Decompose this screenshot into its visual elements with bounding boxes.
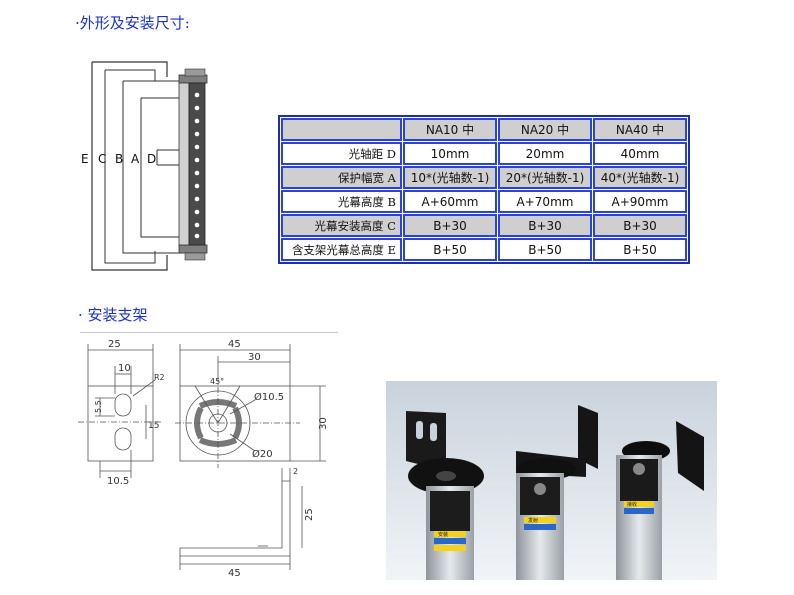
table-cell: B+50 [593,238,687,261]
bracket-drawing: 25 10 R2 5.5 15 10.5 45 30 45° Ø10.5 Ø20… [78,339,329,576]
table-row: 含支架光幕总高度 E B+50 B+50 B+50 [281,238,687,261]
dim-letter-d: D [147,152,156,166]
table-row: 保护幅宽 A 10*(光轴数-1) 20*(光轴数-1) 40*(光轴数-1) [281,166,687,189]
table-cell: A+90mm [593,190,687,213]
dim-base-width: 45 [228,568,241,576]
dim-height: 30 [318,417,329,430]
table-cell: B+50 [498,238,592,261]
table-header-cell: NA20 中 [498,118,592,141]
table-cell: B+30 [403,214,497,237]
dim-left-width: 25 [108,339,121,350]
dim-hole-large: Ø10.5 [254,391,284,403]
dim-angle: 45° [210,377,224,386]
table-cell: 10mm [403,142,497,165]
dim-hole-small: Ø20 [252,448,273,460]
table-cell: B+50 [403,238,497,261]
dim-letter-a: A [131,152,140,166]
dim-left-depth: 15 [148,421,159,431]
table-header-cell [281,118,402,141]
dim-front-inner: 30 [248,352,261,363]
dim-letter-b: B [115,152,123,166]
table-row: 光幕安装高度 C B+30 B+30 B+30 [281,214,687,237]
dim-letter-c: C [98,152,106,166]
bracket-heading: · 安装支架 [78,306,148,324]
table-header-cell: NA10 中 [403,118,497,141]
dim-thickness: 2 [293,467,298,476]
row-label: 光幕高度 B [281,190,402,213]
dim-radius: R2 [154,373,165,382]
section-divider [80,332,338,333]
table-cell: 40mm [593,142,687,165]
dim-letter-e: E [81,152,89,166]
row-label: 保护幅宽 A [281,166,402,189]
dim-slot-len: 10.5 [107,476,129,487]
table-cell: 20*(光轴数-1) [498,166,592,189]
product-photo: 安装 发射 接收 [386,381,717,580]
dimensions-heading: ·外形及安装尺寸: [75,14,190,32]
table-cell: A+70mm [498,190,592,213]
dim-slot-width: 10 [118,363,131,374]
photo-label-c: 接收 [627,501,637,508]
table-cell: B+30 [498,214,592,237]
dim-leg-height: 25 [304,508,315,521]
table-cell: 20mm [498,142,592,165]
table-cell: A+60mm [403,190,497,213]
photo-label-b: 发射 [528,517,538,524]
row-label: 含支架光幕总高度 E [281,238,402,261]
table-row: 光幕高度 B A+60mm A+70mm A+90mm [281,190,687,213]
spec-table: NA10 中 NA20 中 NA40 中 光轴距 D 10mm 20mm 40m… [278,115,690,264]
table-cell: 10*(光轴数-1) [403,166,497,189]
row-label: 光幕安装高度 C [281,214,402,237]
photo-label-a: 安装 [438,531,448,538]
table-row: 光轴距 D 10mm 20mm 40mm [281,142,687,165]
row-label: 光轴距 D [281,142,402,165]
table-header-row: NA10 中 NA20 中 NA40 中 [281,118,687,141]
table-cell: B+30 [593,214,687,237]
dim-slot-gap: 5.5 [94,400,103,413]
table-header-cell: NA40 中 [593,118,687,141]
light-curtain-drawing: E C B A D [81,61,208,271]
table-cell: 40*(光轴数-1) [593,166,687,189]
dim-front-width: 45 [228,339,241,350]
